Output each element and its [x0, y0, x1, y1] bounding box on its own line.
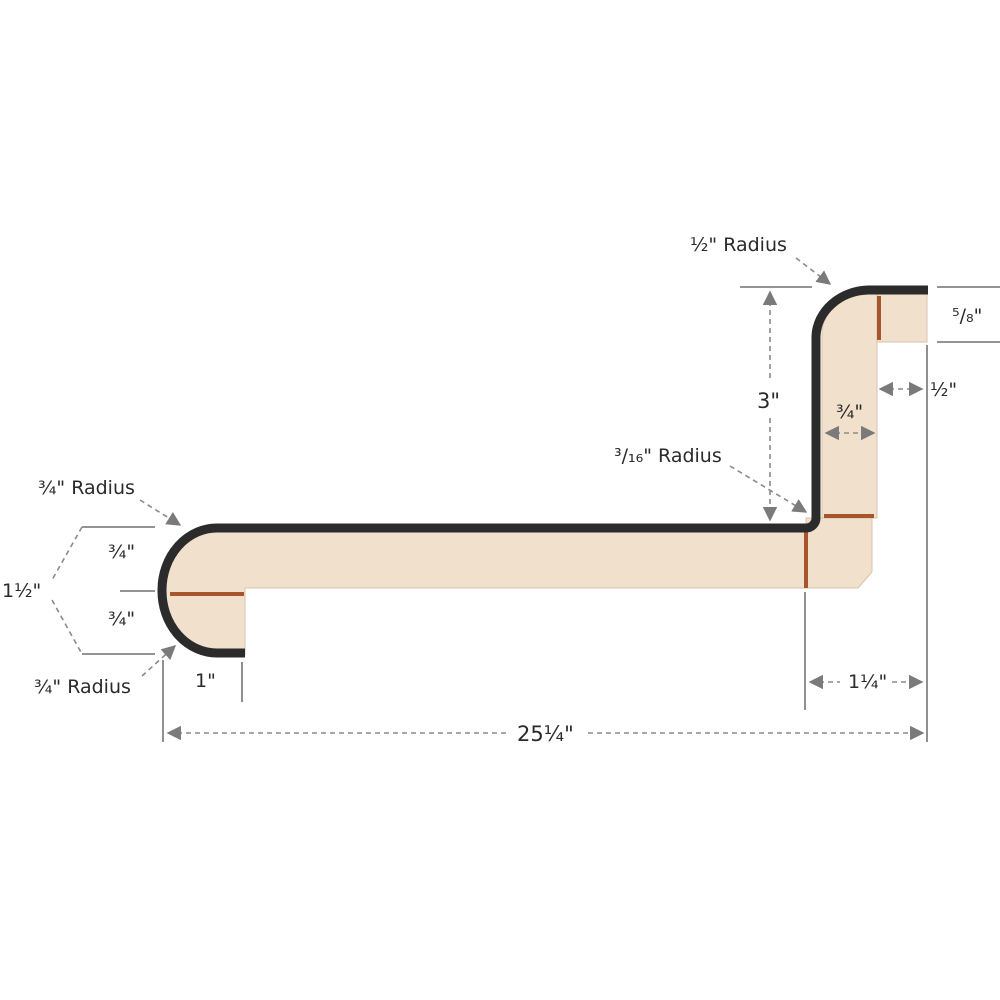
laminate-edge [157, 285, 928, 658]
label-overall-width: 25¼" [517, 722, 574, 746]
dimension-lines [51, 257, 1000, 742]
label-half-radius: ½" Radius [690, 234, 787, 256]
profile-shape [157, 285, 928, 658]
label-upper-three-quarter: ¾" [108, 541, 135, 563]
label-three-inch: 3" [757, 389, 780, 413]
label-lower-three-quarter: ¾" [108, 608, 135, 630]
label-half-right: ½" [930, 379, 957, 401]
label-one-and-quarter: 1¼" [848, 671, 887, 693]
label-three-sixteenths-radius: ³/₁₆" Radius [614, 445, 722, 467]
label-bottom-left-radius: ¾" Radius [34, 676, 131, 698]
label-top-left-radius: ¾" Radius [38, 477, 135, 499]
label-three-quarter-inner: ¾" [836, 401, 863, 423]
label-five-eighths: ⁵/₈" [952, 305, 982, 327]
dimension-labels: ½" Radius ⁵/₈" ½" 3" ¾" ³/₁₆" Radius ¾" … [2, 234, 982, 746]
label-one-and-half: 1½" [2, 580, 41, 602]
deck-substrate [159, 526, 809, 656]
top-cap-substrate [876, 289, 928, 343]
label-one-inch: 1" [195, 670, 216, 692]
